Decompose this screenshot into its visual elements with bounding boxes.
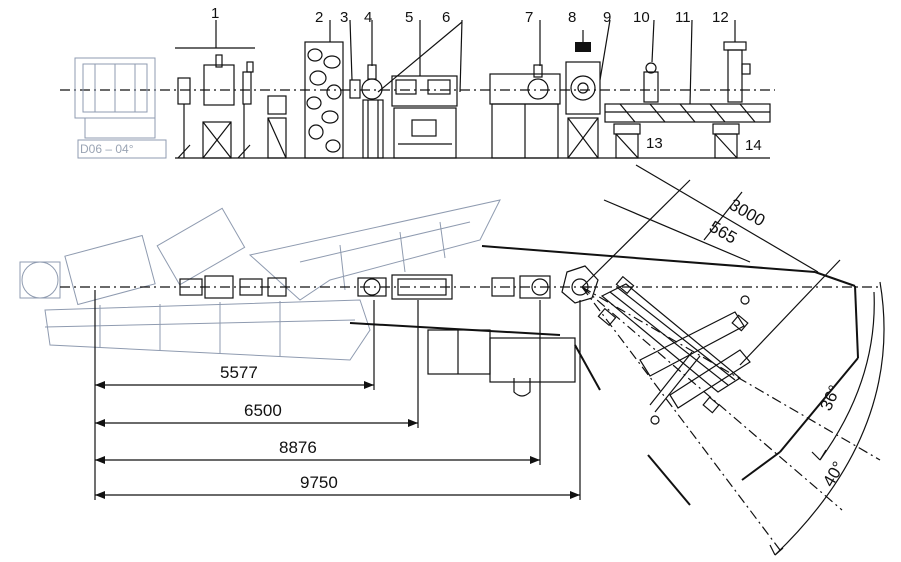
angle-lines [581, 281, 885, 556]
callout-6: 6 [442, 9, 450, 26]
callout-8: 8 [568, 9, 576, 26]
faded-shielding [19, 199, 501, 361]
dim-5577: 5577 [220, 363, 258, 382]
pump-stand [267, 95, 287, 159]
dipole-magnet-faded: D06 – 04° [74, 57, 167, 159]
callout-9: 9 [603, 9, 611, 26]
detector-arm [597, 275, 751, 425]
callout-3: 3 [340, 9, 348, 26]
magnet-label: D06 – 04° [80, 142, 134, 156]
callout-4: 4 [364, 9, 372, 26]
component-5-6-chamber [391, 75, 458, 159]
component-7-cabinet [489, 64, 561, 159]
rotation-boundary [647, 271, 859, 506]
component-3-4-valves [349, 64, 384, 159]
plan-beamline-components [179, 265, 599, 304]
arm-dimension-lines [581, 164, 841, 366]
callout-7: 7 [525, 9, 533, 26]
callout-leaders [215, 19, 736, 105]
angle-40: 40° [819, 458, 848, 490]
callout-14: 14 [745, 137, 762, 154]
dim-8876: 8876 [279, 438, 317, 457]
distance-dimensions [94, 290, 581, 500]
angle-36: 36° [816, 382, 844, 413]
dim-3000: 3000 [726, 195, 768, 230]
elevation-view: D06 – 04° [60, 5, 775, 159]
dim-9750: 9750 [300, 473, 338, 492]
callout-12: 12 [712, 9, 729, 26]
dim-565: 565 [706, 217, 740, 248]
component-12-detector [723, 41, 751, 103]
callout-10: 10 [633, 9, 650, 26]
shield-blocks [349, 245, 816, 397]
callout-1: 1 [211, 5, 219, 22]
component-1-stand [175, 47, 255, 159]
callout-11: 11 [675, 9, 691, 26]
component-10-detector [643, 62, 659, 103]
component-13-support [613, 123, 641, 159]
component-11-rail [604, 103, 771, 123]
dim-6500: 6500 [244, 401, 282, 420]
callout-5: 5 [405, 9, 413, 26]
plan-view: 5577 6500 8876 9750 3000 565 36° 40° [19, 164, 885, 556]
callout-13: 13 [646, 135, 663, 152]
component-8-9-target-chamber [565, 42, 601, 159]
component-14-support [712, 123, 740, 159]
callout-2: 2 [315, 9, 323, 26]
component-2-shield-wall [304, 41, 344, 159]
